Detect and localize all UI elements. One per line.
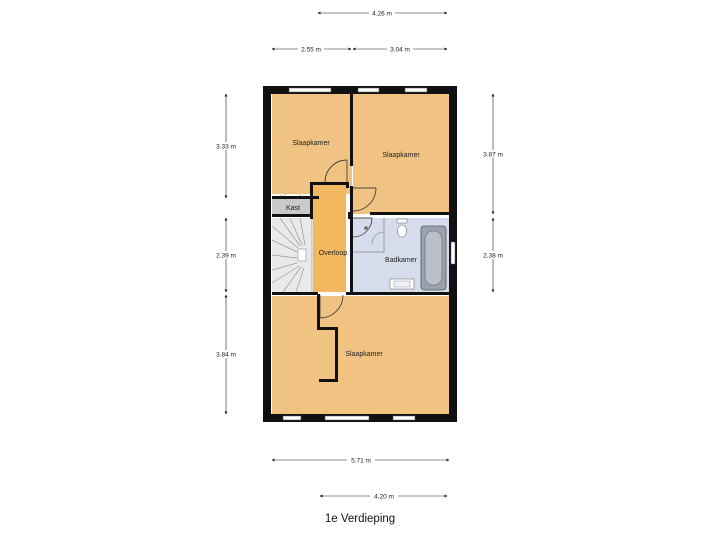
floor-fills	[272, 94, 449, 414]
door-bedroom-nw	[324, 159, 348, 183]
dim-top-right: 3.04 m	[390, 47, 410, 54]
door-bedroom-ne	[352, 187, 377, 212]
room-label-bathroom: Badkamer	[385, 257, 418, 264]
room-labels: Slaapkamer Slaapkamer Kast Overloop Badk…	[286, 140, 420, 358]
closet-doors	[279, 191, 305, 197]
bathroom-fixtures	[353, 218, 447, 291]
door-bathroom	[352, 217, 373, 238]
room-label-bedroom-ne: Slaapkamer	[382, 152, 420, 159]
windows	[282, 87, 456, 421]
window-east-bath	[450, 241, 456, 265]
room-label-landing: Overloop	[319, 250, 348, 257]
toilet	[396, 218, 408, 238]
room-label-bedroom-south: Slaapkamer	[345, 351, 383, 358]
dim-right-top: 3.87 m	[483, 152, 503, 159]
door-bedroom-south	[319, 294, 344, 319]
dim-left-top: 3.33 m	[216, 144, 236, 151]
dim-bottom-inner: 4.20 m	[374, 494, 394, 501]
window-north-2	[357, 87, 380, 93]
dim-left-mid: 2.39 m	[216, 253, 236, 260]
plan-title: 1e Verdieping	[324, 513, 396, 525]
window-south-1	[282, 415, 302, 421]
bathtub	[420, 225, 447, 291]
dimension-labels: 4.26 m 2.55 m 3.04 m 3.33 m 2.39 m 3.84 …	[216, 11, 503, 501]
closet-floor	[272, 199, 312, 214]
bedroom-nw-floor	[272, 94, 352, 194]
bedroom-ne-floor	[353, 94, 449, 214]
dim-top-total: 4.26 m	[372, 11, 392, 18]
staircase	[271, 217, 313, 293]
window-north-1	[288, 87, 332, 93]
bedroom-south-floor	[272, 296, 449, 414]
dim-top-left: 2.55 m	[301, 47, 321, 54]
doors	[319, 159, 377, 319]
dimension-label-backgrounds	[212, 9, 507, 500]
room-label-bedroom-nw: Slaapkamer	[292, 140, 330, 147]
dim-right-mid: 2.38 m	[483, 253, 503, 260]
landing-floor	[313, 184, 346, 292]
room-label-closet: Kast	[286, 205, 300, 212]
sink	[389, 278, 415, 290]
window-south-3	[392, 415, 416, 421]
dim-bottom-total: 5.71 m	[351, 458, 371, 465]
shower	[353, 218, 385, 253]
window-south-2	[324, 415, 370, 421]
window-north-3	[404, 87, 428, 93]
dim-left-bottom: 3.84 m	[216, 352, 236, 359]
